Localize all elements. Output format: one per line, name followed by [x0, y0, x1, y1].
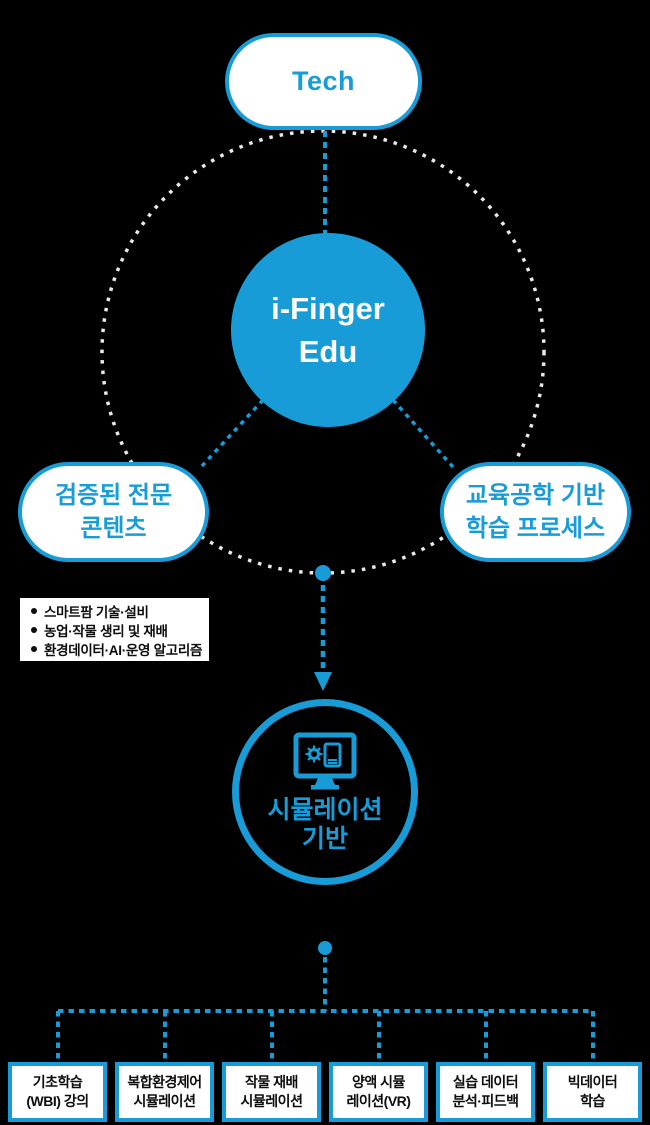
box-line-1: 실습 데이터	[452, 1074, 519, 1090]
box-line-2: 분석·피드백	[452, 1093, 519, 1109]
process-box-wbi-lecture: 기초학습 (WBI) 강의	[8, 1062, 107, 1122]
box-line-1: 작물 재배	[245, 1074, 298, 1090]
bullet-item: 스마트팜 기술·설비	[27, 601, 203, 620]
box-line-2: 학습	[580, 1093, 605, 1109]
bullet-dot-icon	[31, 626, 37, 633]
center-brand-circle: i-Finger Edu	[231, 233, 425, 427]
bullet-dot-icon	[31, 607, 37, 614]
simulation-label-line-1: 시뮬레이션	[267, 796, 383, 824]
simulation-arrowhead	[314, 672, 332, 691]
simulation-label-line-2: 기반	[301, 825, 348, 853]
box-line-1: 기초학습	[32, 1074, 83, 1090]
process-box-crop-sim: 작물 재배 시뮬레이션	[222, 1062, 321, 1122]
right-diagonal-line	[391, 398, 455, 469]
bullet-item-text: 환경데이터·AI·운영 알고리즘	[44, 642, 203, 658]
box-line-2: (WBI) 강의	[26, 1093, 89, 1109]
process-pill-line-1: 교육공학 기반	[465, 482, 606, 509]
box-line-2: 시뮬레이션	[240, 1093, 303, 1109]
brand-line-2: Edu	[298, 334, 358, 369]
left-diagonal-line	[199, 398, 265, 469]
content-pill: 검증된 전문 콘텐츠	[18, 462, 209, 562]
box-line-1: 빅데이터	[567, 1074, 618, 1090]
tech-pill: Tech	[225, 33, 422, 130]
orbit-bottom-dot	[315, 565, 331, 581]
simulation-circle: 시뮬레이션 기반	[232, 699, 418, 885]
bullet-item: 환경데이터·AI·운영 알고리즘	[27, 639, 203, 658]
monitor-simulation-icon	[293, 732, 357, 790]
brand-line-1: i-Finger	[271, 291, 385, 326]
bullet-item: 농업·작물 생리 및 재배	[27, 620, 203, 639]
content-pill-line-2: 콘텐츠	[80, 515, 147, 542]
bullet-item-text: 농업·작물 생리 및 재배	[44, 623, 168, 639]
process-box-data-feedback: 실습 데이터 분석·피드백	[436, 1062, 535, 1122]
content-bullet-panel: 스마트팜 기술·설비 농업·작물 생리 및 재배 환경데이터·AI·운영 알고리…	[20, 598, 209, 661]
process-box-nutrient-vr-sim: 양액 시뮬 레이션(VR)	[329, 1062, 428, 1122]
box-line-2: 레이션(VR)	[346, 1093, 411, 1109]
process-box-row: 기초학습 (WBI) 강의 복합환경제어 시뮬레이션 작물 재배 시뮬레이션 양…	[8, 1062, 642, 1122]
process-box-env-control-sim: 복합환경제어 시뮬레이션	[115, 1062, 214, 1122]
tech-pill-label: Tech	[291, 66, 355, 96]
process-box-bigdata-learning: 빅데이터 학습	[543, 1062, 642, 1122]
box-line-2: 시뮬레이션	[133, 1093, 196, 1109]
process-pill: 교육공학 기반 학습 프로세스	[440, 462, 631, 562]
branch-dot	[318, 941, 332, 955]
box-line-1: 양액 시뮬	[352, 1074, 405, 1090]
bullet-item-text: 스마트팜 기술·설비	[44, 604, 149, 620]
process-pill-line-2: 학습 프로세스	[465, 515, 606, 542]
box-line-1: 복합환경제어	[127, 1074, 202, 1090]
bullet-dot-icon	[31, 645, 37, 652]
content-pill-line-1: 검증된 전문	[54, 482, 173, 509]
